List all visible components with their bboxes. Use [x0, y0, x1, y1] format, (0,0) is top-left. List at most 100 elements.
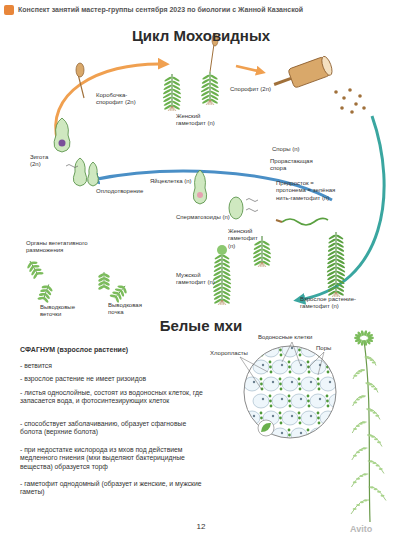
- branch: [369, 487, 386, 501]
- rhizoid: [262, 262, 266, 267]
- water-cell: [282, 411, 298, 425]
- branch: [353, 396, 366, 406]
- sphagnum-plant: [351, 330, 386, 522]
- head-leaf: [360, 330, 364, 336]
- part-name: Хлоропласты: [210, 350, 260, 357]
- branch: [365, 383, 378, 393]
- chloroplast: [336, 378, 339, 381]
- leader-line: [240, 357, 268, 372]
- leaf: [103, 273, 110, 279]
- leaf: [33, 265, 40, 268]
- leaf: [214, 254, 222, 260]
- pore: [262, 364, 264, 366]
- chloroplast: [288, 395, 291, 398]
- chloroplast: [260, 412, 263, 415]
- rhizoid: [172, 106, 176, 111]
- leader-line: [292, 342, 300, 364]
- chloroplast: [318, 422, 321, 425]
- branch: [352, 422, 366, 433]
- leaf: [370, 487, 374, 489]
- chloroplast: [317, 378, 320, 381]
- spore: [362, 106, 366, 110]
- rhizoid: [170, 106, 172, 111]
- leaf: [356, 504, 360, 506]
- bullet-text: - способствует заболачиванию, образует с…: [20, 420, 205, 437]
- leaf: [336, 234, 344, 240]
- water-cell: [272, 394, 288, 408]
- branch: [351, 500, 369, 514]
- pore: [329, 381, 331, 383]
- sporophyte-stalk: [210, 44, 214, 72]
- pore: [310, 347, 312, 349]
- water-cell: [310, 428, 326, 442]
- chloroplast: [345, 366, 348, 369]
- branch: [367, 435, 382, 447]
- chloroplast: [269, 395, 272, 398]
- chloroplast: [307, 400, 310, 403]
- leaf: [31, 262, 38, 265]
- zygote: [59, 140, 66, 147]
- chloroplast: [337, 354, 340, 357]
- water-cell: [282, 343, 298, 357]
- chloroplast: [346, 405, 349, 408]
- head-leaf: [364, 340, 368, 346]
- zygote-archegonium: [54, 118, 70, 152]
- stage-label: Сперматозоиды (n): [176, 214, 246, 221]
- leaf: [374, 438, 378, 440]
- chloroplast: [298, 349, 301, 352]
- stem: [221, 252, 222, 300]
- leaf: [172, 76, 180, 82]
- diagram-title: Цикл Моховидных: [0, 27, 402, 45]
- chloroplast: [317, 383, 320, 386]
- rhizoid: [208, 100, 210, 105]
- branch: [353, 370, 365, 379]
- pore: [300, 398, 302, 400]
- leaf-icon: [261, 423, 271, 432]
- leaf: [360, 501, 364, 503]
- chloroplast: [308, 405, 311, 408]
- chloroplast: [280, 354, 283, 357]
- chloroplast: [345, 429, 348, 432]
- section-heading: Белые мхи: [0, 317, 402, 335]
- spore: [340, 106, 344, 110]
- leaf: [47, 285, 53, 292]
- rhizoid: [168, 106, 172, 111]
- chloroplast: [326, 400, 329, 403]
- chloroplast: [279, 349, 282, 352]
- rhizoid: [258, 262, 262, 267]
- chloroplast: [345, 361, 348, 364]
- leader-line: [318, 352, 324, 375]
- branch: [368, 461, 384, 474]
- stage-label: Спорофит (2n): [230, 86, 288, 93]
- leaf: [368, 384, 372, 386]
- pore: [272, 381, 274, 383]
- archegonium: [88, 162, 99, 186]
- stage-label: Зигота (2n): [30, 154, 60, 169]
- archegonium: [73, 158, 86, 186]
- chloroplast: [298, 378, 301, 381]
- capsule: [76, 63, 84, 77]
- stem: [335, 232, 336, 292]
- moss-shoot: [326, 232, 345, 297]
- chloroplast: [289, 371, 292, 374]
- stem: [261, 236, 262, 262]
- pore: [338, 398, 340, 400]
- leaf: [202, 74, 210, 80]
- chloroplast: [288, 429, 291, 432]
- water-cell: [253, 394, 269, 408]
- stem: [171, 74, 172, 106]
- leaf: [381, 495, 385, 497]
- cycle-arrow: [56, 64, 165, 142]
- water-cell: [291, 394, 307, 408]
- brood-branch: [25, 258, 45, 280]
- chloroplast: [336, 383, 339, 386]
- pore: [291, 381, 293, 383]
- brood-branch: [37, 282, 55, 304]
- pore: [319, 398, 321, 400]
- chloroplast: [327, 405, 330, 408]
- chloroplast: [270, 405, 273, 408]
- chloroplast: [345, 434, 348, 437]
- spore: [348, 88, 352, 92]
- water-cell: [310, 360, 326, 374]
- page-header: Конспект занятий мастер-группы сентября …: [18, 6, 398, 15]
